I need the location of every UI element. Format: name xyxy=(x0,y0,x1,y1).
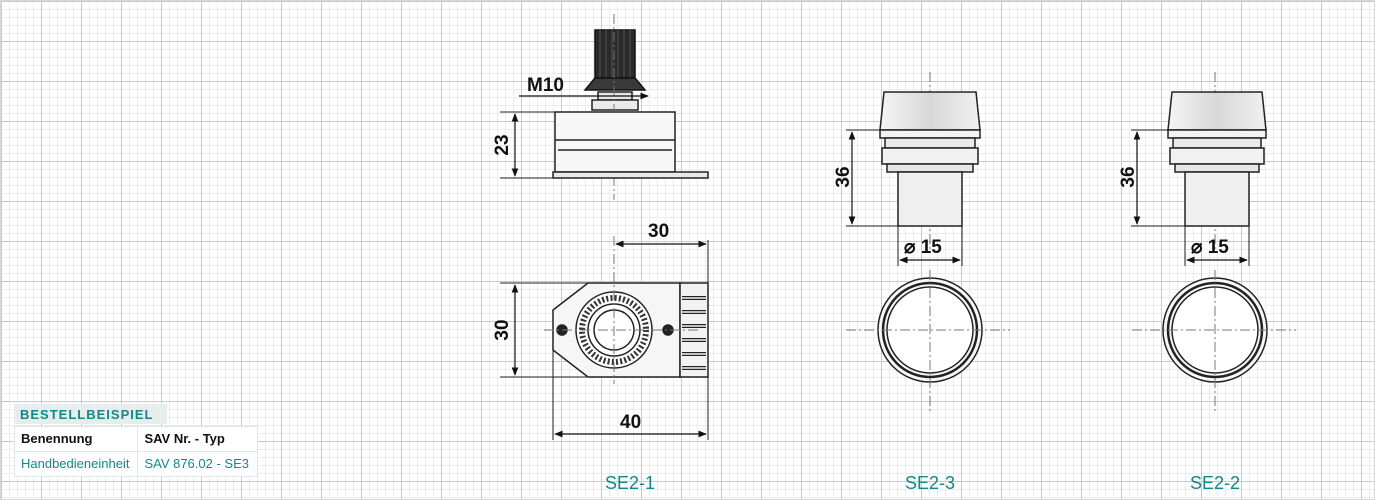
table-header-row: Benennung SAV Nr. - Typ xyxy=(13,426,258,452)
dim-thread-label: M10 xyxy=(527,75,564,96)
dim-height-label: 23 xyxy=(492,134,513,155)
view-se2-2 xyxy=(1131,72,1296,412)
header-cell-designation: Benennung xyxy=(13,426,139,452)
table-row: Handbedieneinheit SAV 876.02 - SE3 xyxy=(13,451,258,477)
dim-side-height-label: 30 xyxy=(492,319,513,340)
dim-top-width-label: 30 xyxy=(648,221,669,242)
view-se2-1 xyxy=(500,14,709,440)
dim-diameter-label: ⌀ 15 xyxy=(904,237,942,258)
button-side-view xyxy=(879,91,981,227)
order-example-table: Benennung SAV Nr. - Typ Handbedieneinhei… xyxy=(13,426,258,477)
caption-se2-3: SE2-3 xyxy=(905,473,955,493)
order-example-box: BESTELLBEISPIEL Benennung SAV Nr. - Typ … xyxy=(13,404,258,477)
cell-part-number: SAV 876.02 - SE3 xyxy=(137,451,258,477)
view-se2-3 xyxy=(846,72,1010,412)
caption-se2-1: SE2-1 xyxy=(605,473,655,493)
cell-designation: Handbedieneinheit xyxy=(13,451,139,477)
dim-height-label: 36 xyxy=(833,166,854,187)
dim-height-label: 36 xyxy=(1118,166,1139,187)
knob-drawing xyxy=(583,29,647,111)
dim-bottom-width-label: 40 xyxy=(620,412,641,433)
housing-side-view xyxy=(554,111,676,173)
dim-diameter-label: ⌀ 15 xyxy=(1191,237,1229,258)
caption-se2-2: SE2-2 xyxy=(1190,473,1240,493)
order-example-title: BESTELLBEISPIEL xyxy=(14,404,168,424)
header-cell-part-number: SAV Nr. - Typ xyxy=(137,426,258,452)
button-side-view xyxy=(1167,91,1267,227)
